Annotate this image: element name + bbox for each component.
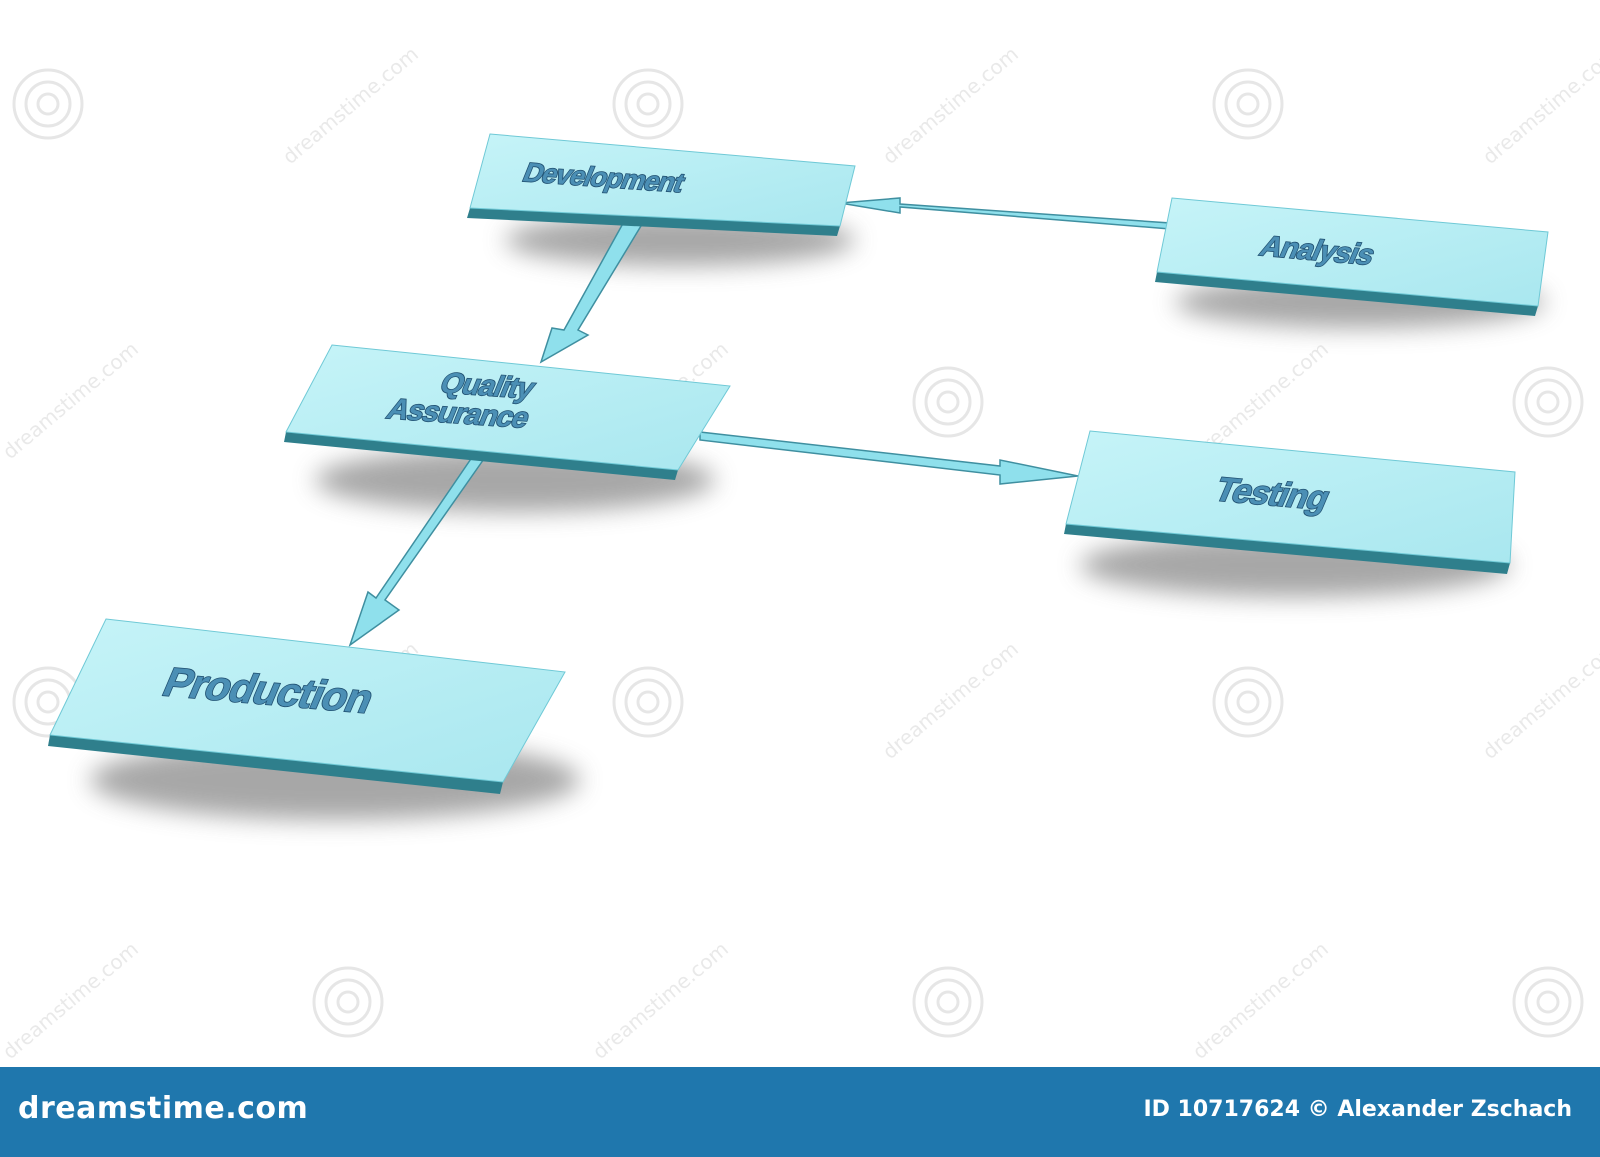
brand-logo-text: dreamstime.com <box>18 1091 309 1126</box>
box-edge <box>48 735 503 794</box>
watermark-text: dreamstime.com <box>1478 637 1600 764</box>
watermark-spiral-icon <box>612 666 684 738</box>
box-edge <box>467 208 840 236</box>
watermark-text: dreamstime.com <box>1188 937 1333 1064</box>
box-face <box>285 344 731 471</box>
watermark-text: dreamstime.com <box>0 337 143 464</box>
watermark-text: dreamstime.com <box>588 937 733 1064</box>
watermark-text: dreamstime.com <box>0 937 143 1064</box>
box-face <box>49 618 566 783</box>
node-label-qa-line1: Quality <box>435 367 540 405</box>
watermark-spiral-icon <box>1212 68 1284 140</box>
image-credit: ID 10717624 © Alexander Zschach <box>1143 1097 1572 1122</box>
arrow-qa-to-production <box>348 448 488 647</box>
arrow-development-to-qa <box>539 216 646 364</box>
arrow-analysis-to-development <box>839 197 1171 230</box>
node-development: Development <box>467 133 856 236</box>
watermark-text: dreamstime.com <box>278 42 423 169</box>
node-production: Production <box>48 618 566 794</box>
node-testing: Testing <box>1064 430 1516 574</box>
node-analysis: Analysis <box>1155 197 1549 316</box>
watermark-spiral-icon <box>1512 966 1584 1038</box>
watermark-text: dreamstime.com <box>878 42 1023 169</box>
stock-footer-bar: dreamstime.com ID 10717624 © Alexander Z… <box>0 1067 1600 1157</box>
watermark-spiral-icon <box>912 366 984 438</box>
watermark-spiral-icon <box>912 966 984 1038</box>
box-edge <box>1064 524 1510 574</box>
watermark-text: dreamstime.com <box>1478 42 1600 169</box>
watermark-spiral-icon <box>312 966 384 1038</box>
flowchart-diagram: dreamstime.com dreamstime.com dreamstime… <box>0 42 1600 1064</box>
box-edge <box>1155 272 1538 316</box>
watermark-spiral-icon <box>1512 366 1584 438</box>
watermark-text: dreamstime.com <box>878 637 1023 764</box>
box-face <box>469 133 856 227</box>
box-face <box>1065 430 1516 564</box>
box-face <box>1156 197 1549 307</box>
connector-layer <box>348 197 1171 647</box>
node-quality-assurance: Quality Assurance <box>284 344 731 480</box>
watermark-spiral-icon <box>612 68 684 140</box>
watermark-spiral-icon <box>1212 666 1284 738</box>
watermark-spiral-icon <box>12 68 84 140</box>
box-edge <box>284 432 678 480</box>
arrow-qa-to-testing <box>699 431 1079 485</box>
